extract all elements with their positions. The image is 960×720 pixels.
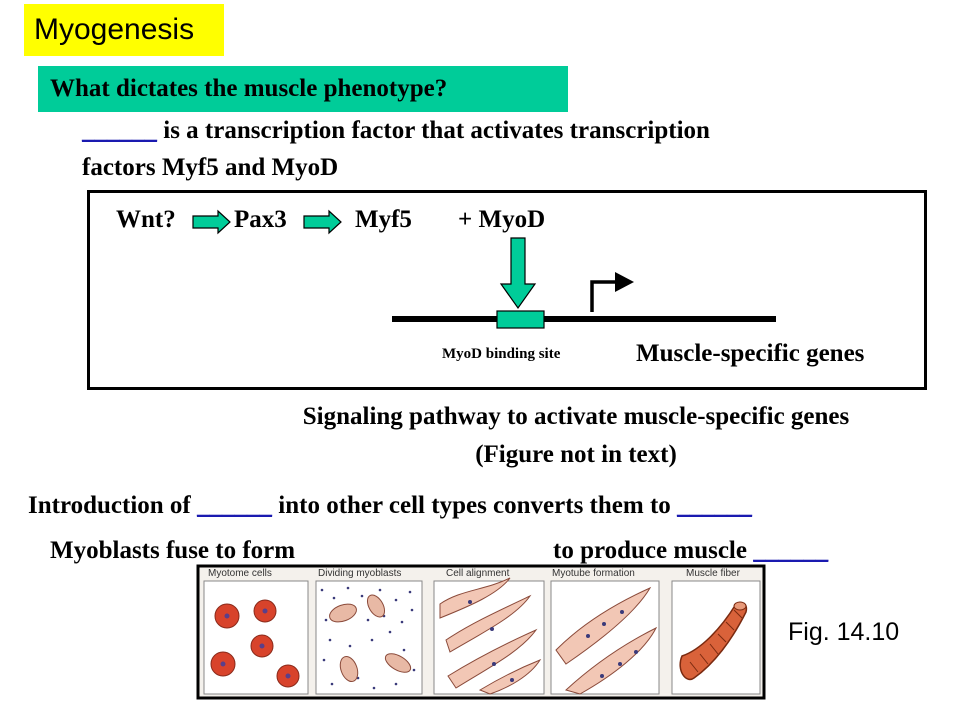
transcription-factor-line: ______ is a transcription factor that ac… <box>82 116 710 146</box>
pathway-diagram-box <box>87 190 927 390</box>
panel-label-myotube: Myotube formation <box>552 568 635 579</box>
pax3-label: Pax3 <box>234 206 287 233</box>
muscle-genes-label: Muscle-specific genes <box>636 340 865 367</box>
wnt-label: Wnt? <box>116 206 176 233</box>
panel-label-fiber: Muscle fiber <box>686 568 740 579</box>
introduction-text: Introduction of <box>28 492 198 519</box>
answer-blank: ______ <box>753 537 829 564</box>
introduction-text-2: into other cell types converts them to <box>272 492 678 519</box>
myoblasts-line-2: to produce muscle ______ <box>553 536 828 566</box>
diagram-caption-line2: (Figure not in text) <box>475 441 677 468</box>
transcription-factor-text: is a transcription factor that activates… <box>157 117 710 144</box>
myogenesis-figure <box>196 564 766 700</box>
arrow-pax3-to-myf5-icon <box>303 209 342 235</box>
diagram-caption-line1: Signaling pathway to activate muscle-spe… <box>302 403 850 430</box>
binding-site-label: MyoD binding site <box>442 346 561 362</box>
myf5-label: Myf5 <box>355 206 412 233</box>
arrow-wnt-to-pax3-icon <box>192 209 231 235</box>
factors-line: factors Myf5 and MyoD <box>82 154 339 181</box>
myod-label: + MyoD <box>458 206 546 233</box>
answer-blank: ______ <box>82 117 157 144</box>
myoblasts-text: Myoblasts fuse to form <box>50 537 296 564</box>
slide-title: Myogenesis <box>34 13 195 46</box>
panel-label-myotome: Myotome cells <box>208 568 272 579</box>
introduction-line: Introduction of ______ into other cell t… <box>28 491 752 521</box>
transcription-start-arrow-icon <box>590 272 634 312</box>
question-highlight <box>38 66 568 112</box>
myoblasts-text-2: to produce muscle <box>553 537 754 564</box>
panel-label-alignment: Cell alignment <box>446 568 510 579</box>
title-highlight <box>24 4 224 56</box>
myod-binding-site-box <box>496 310 545 329</box>
panel-label-dividing: Dividing myoblasts <box>318 568 402 579</box>
answer-blank: ______ <box>677 492 753 519</box>
answer-blank: ______ <box>197 492 273 519</box>
question-heading: What dictates the muscle phenotype? <box>50 75 448 102</box>
figure-reference: Fig. 14.10 <box>788 618 900 646</box>
myod-binding-arrow-icon <box>499 237 537 310</box>
